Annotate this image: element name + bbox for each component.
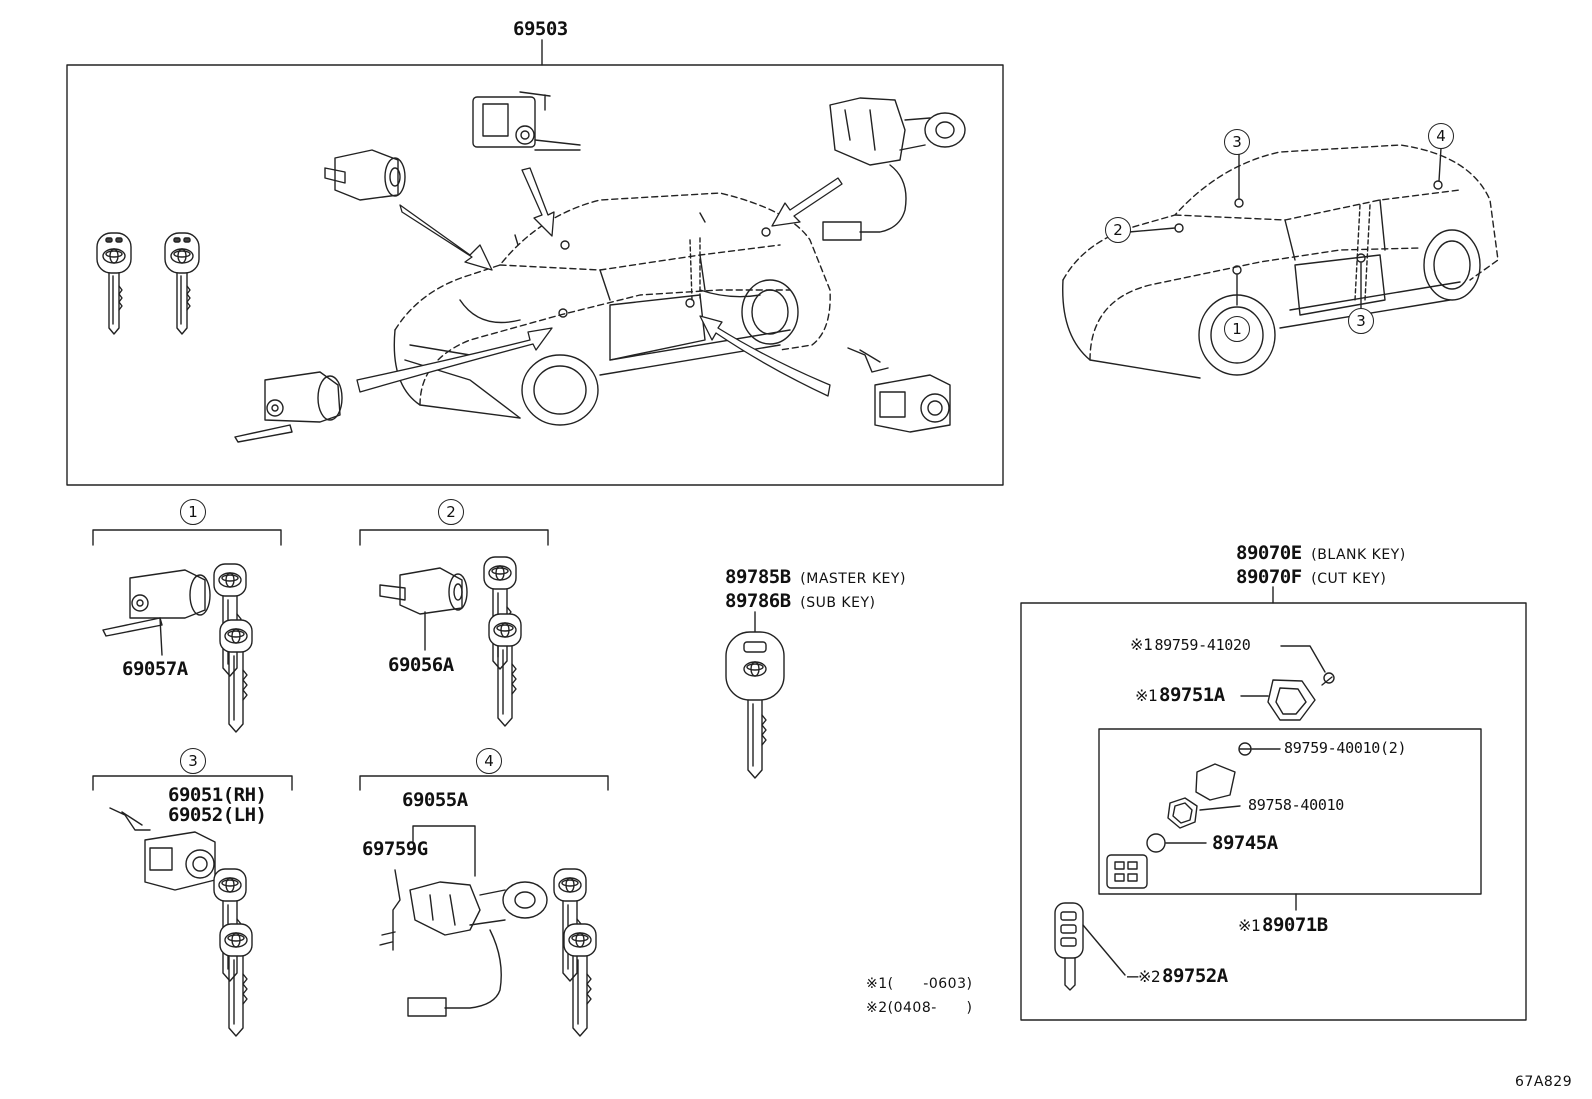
transmitter-frame xyxy=(1020,602,1527,1021)
group-4-sub-part-number: 69759G xyxy=(362,838,428,860)
footnote-1-mark: ※1 xyxy=(866,976,888,992)
bracket-group-1 xyxy=(92,529,282,546)
screw-part-number: 89759-41020 xyxy=(1154,636,1251,654)
callout-1: 1 xyxy=(1224,316,1250,342)
callout-3-top: 3 xyxy=(1224,129,1250,155)
screw-mark: ※1 xyxy=(1130,635,1153,654)
car-illustration-main xyxy=(393,192,831,426)
footnote-2-text: (0408- ) xyxy=(887,1000,973,1016)
component-door-cylinder xyxy=(324,149,406,201)
component-keys-loose xyxy=(97,233,199,334)
blank-key-label: 89070E (BLANK KEY) xyxy=(1236,544,1406,563)
group-4-callout: 4 xyxy=(476,748,502,774)
transmitter-parts-art xyxy=(1106,645,1335,889)
transmitter-mark: ※1 xyxy=(1238,916,1261,935)
group-3-callout: 3 xyxy=(180,748,206,774)
group-3-art xyxy=(109,807,252,1036)
component-ignition-cylinder xyxy=(234,371,343,443)
cut-key-note: (CUT KEY) xyxy=(1311,571,1387,587)
footnote-1-text: ( -0603) xyxy=(887,976,973,992)
callout-4: 4 xyxy=(1428,123,1454,149)
group-1-part-number: 69057A xyxy=(122,658,188,680)
remote-key-art xyxy=(1054,902,1126,991)
bracket-group-4 xyxy=(359,775,609,791)
group-3-part-number-rh: 69051(RH) xyxy=(168,784,267,806)
sub-key-note: (SUB KEY) xyxy=(800,595,876,611)
transmitter-part-number: 89071B xyxy=(1262,914,1328,936)
blank-key-note: (BLANK KEY) xyxy=(1311,547,1406,563)
master-key-label: 89785B (MASTER KEY) xyxy=(725,568,906,587)
remote-key-part-number: 89752A xyxy=(1162,965,1228,987)
sub-key-label: 89786B (SUB KEY) xyxy=(725,592,875,611)
group-2-callout: 2 xyxy=(438,499,464,525)
footnote-2: ※2(0408- ) xyxy=(866,1001,972,1015)
diagram-code: 67A829 xyxy=(1515,1074,1573,1090)
cover-part-number: 89758-40010 xyxy=(1248,796,1345,814)
sub-key-part-number: 89786B xyxy=(725,590,791,612)
group-1-callout: 1 xyxy=(180,499,206,525)
master-key-art xyxy=(725,611,785,779)
group-2-part-number: 69056A xyxy=(388,654,454,676)
blank-key-part-number: 89070E xyxy=(1236,542,1302,564)
remote-key-mark: ※2 xyxy=(1137,967,1161,986)
master-key-note: (MASTER KEY) xyxy=(800,571,906,587)
cut-key-label: 89070F (CUT KEY) xyxy=(1236,568,1386,587)
cut-key-part-number: 89070F xyxy=(1236,566,1302,588)
screw2-part-number: 89759-40010(2) xyxy=(1284,739,1407,757)
footnote-1: ※1( -0603) xyxy=(866,977,972,991)
bracket-group-3 xyxy=(92,775,293,791)
group-3-part-number-lh: 69052(LH) xyxy=(168,804,267,826)
car-illustration-reference xyxy=(1062,144,1499,379)
group-4-art xyxy=(379,825,596,1036)
assembly-frame xyxy=(66,64,1004,486)
group-1-art xyxy=(102,564,252,732)
assembly-part-number: 69503 xyxy=(513,18,568,40)
footnote-2-mark: ※2 xyxy=(866,1000,888,1016)
group-4-part-number: 69055A xyxy=(402,789,468,811)
location-arrows xyxy=(356,167,843,397)
component-trunk-cylinder xyxy=(472,91,581,151)
component-side-door-cylinder xyxy=(847,347,951,433)
bracket-group-2 xyxy=(359,529,549,546)
transmitter-inner-frame xyxy=(1098,728,1482,895)
case-part-number: 89751A xyxy=(1159,684,1225,706)
case-mark: ※1 xyxy=(1135,686,1158,705)
callout-3-bottom: 3 xyxy=(1348,308,1374,334)
group-2-art xyxy=(379,557,521,726)
battery-part-number: 89745A xyxy=(1212,832,1278,854)
callout-2: 2 xyxy=(1105,217,1131,243)
master-key-part-number: 89785B xyxy=(725,566,791,588)
component-glovebox-cylinder xyxy=(822,97,966,241)
